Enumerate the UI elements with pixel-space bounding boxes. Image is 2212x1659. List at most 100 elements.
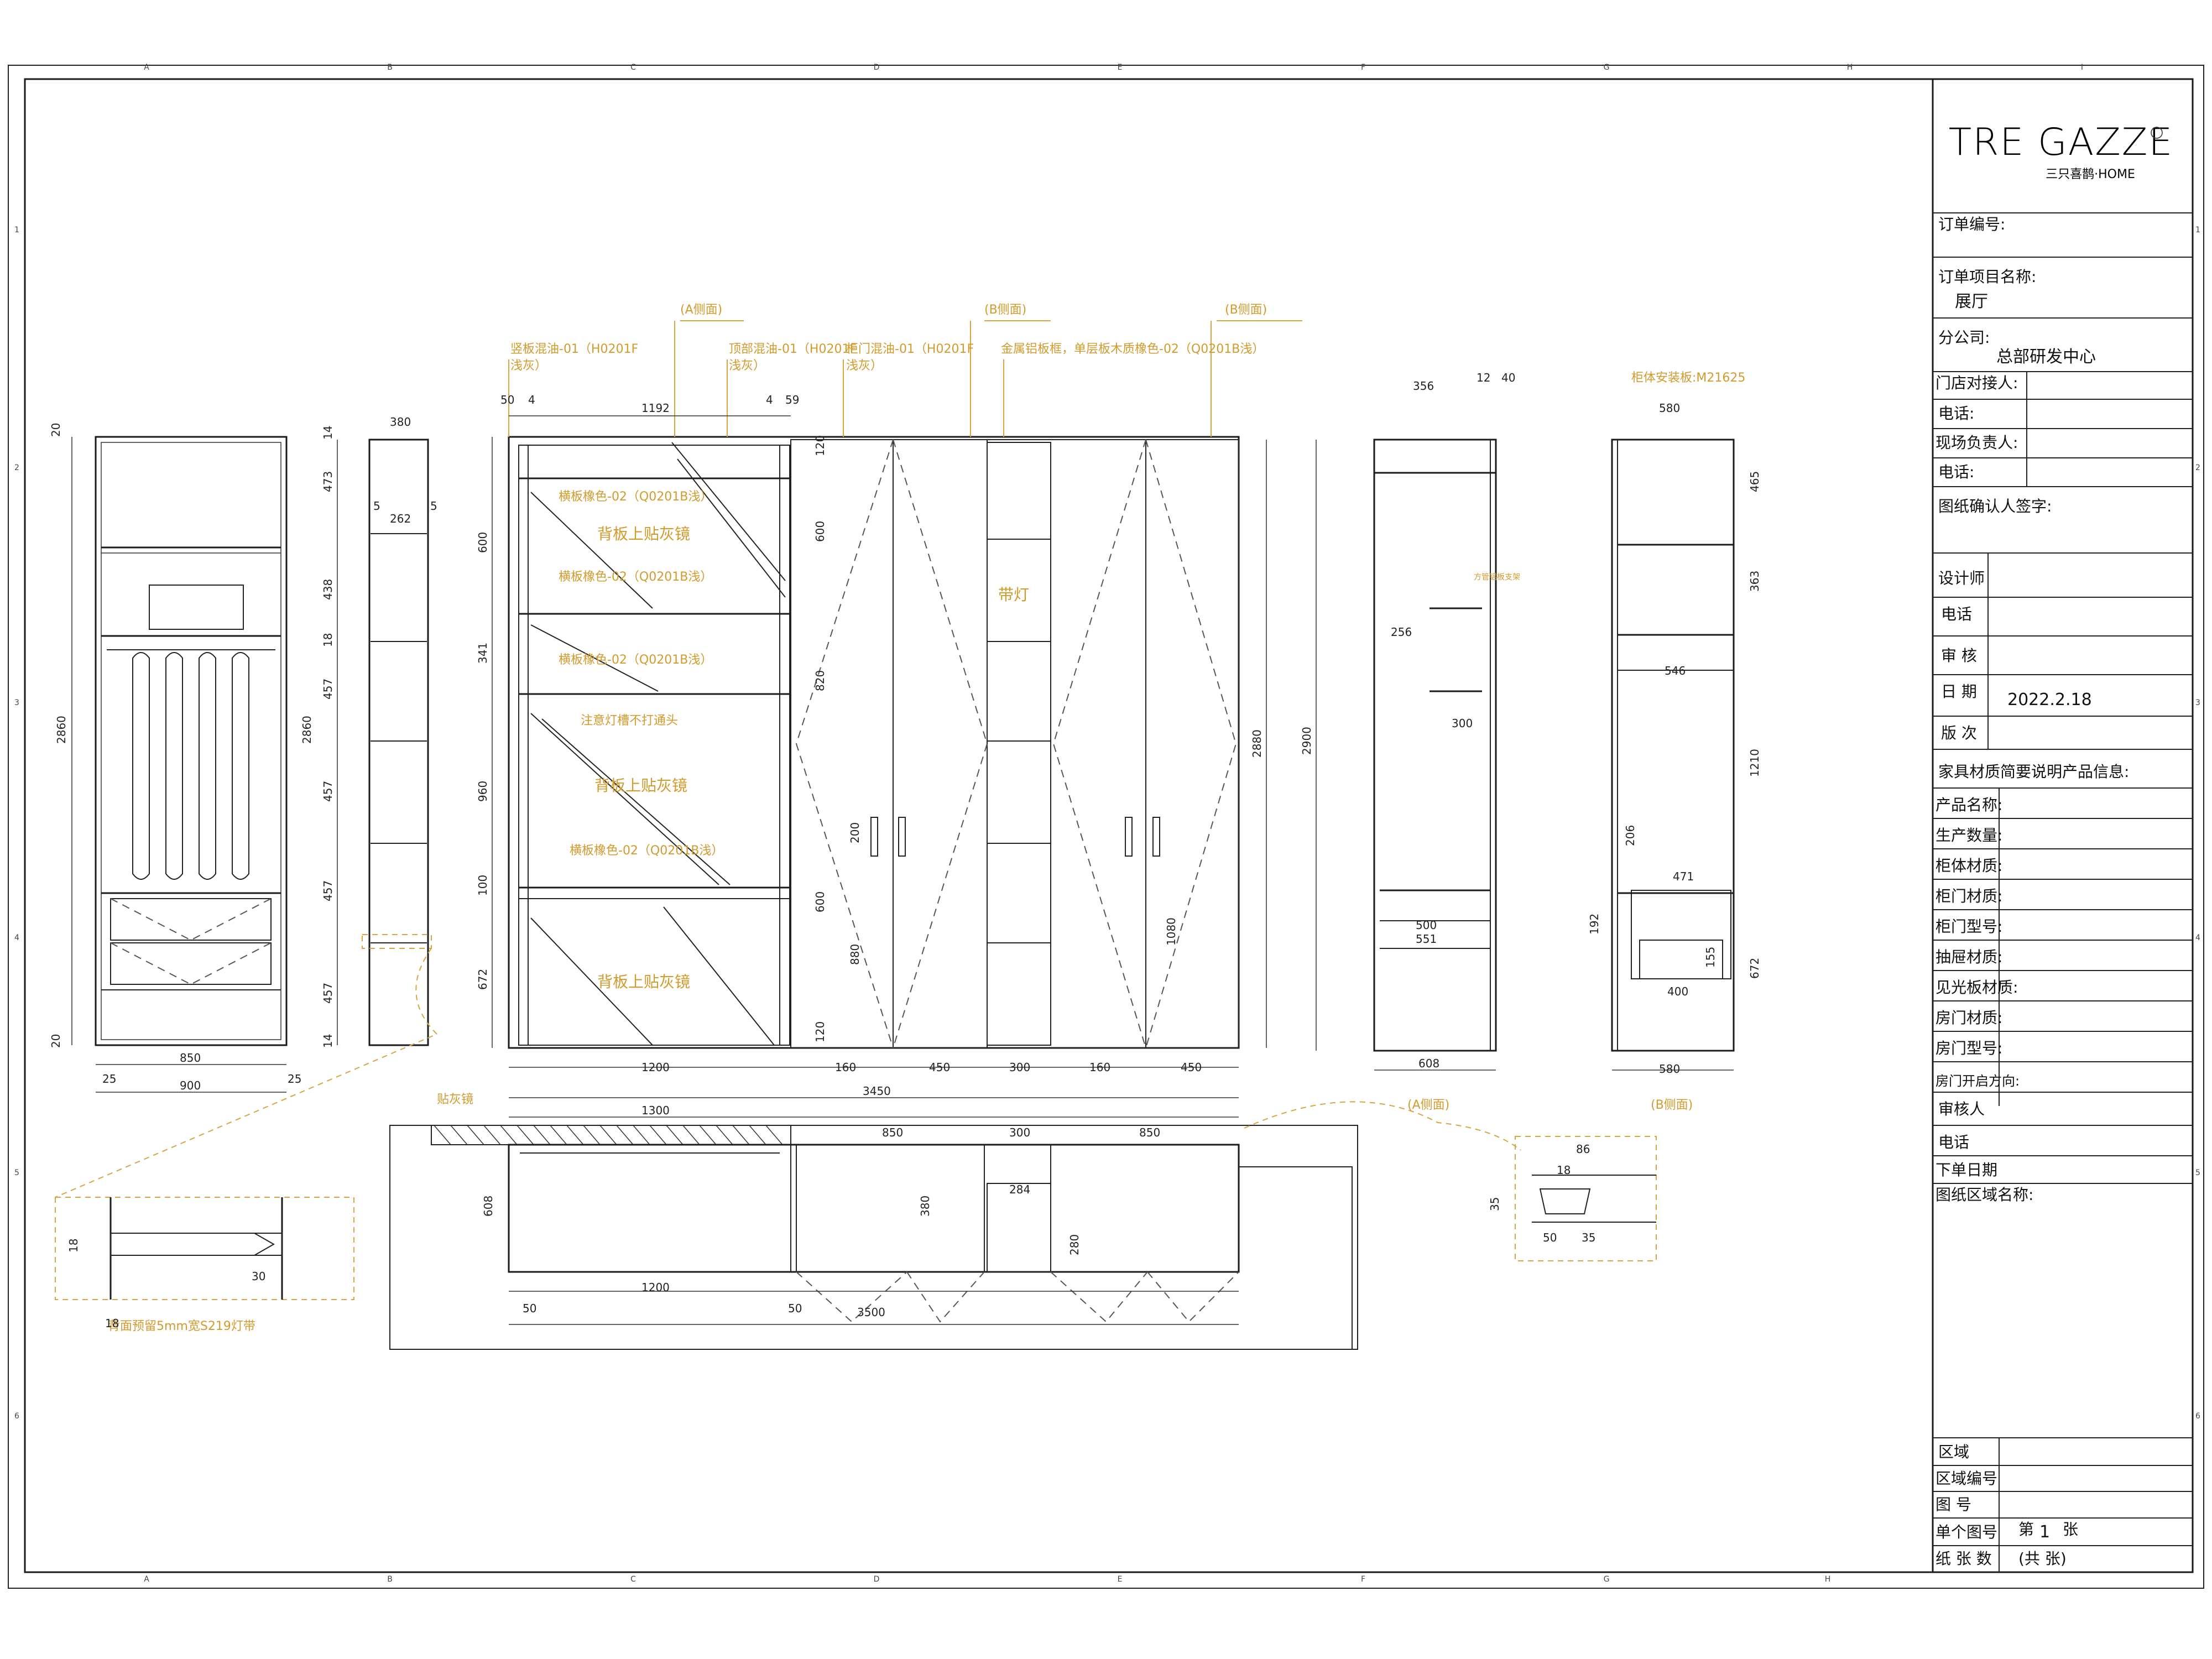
dim-380-b: 380 <box>919 1196 932 1217</box>
dim-18-b: 18 <box>1557 1164 1571 1177</box>
dim-546: 546 <box>1665 664 1686 677</box>
grid-row-1-right: 1 <box>2195 226 2200 234</box>
dim-30-detail: 30 <box>252 1270 265 1283</box>
view-b-side-section: 580 465 363 546 1210 471 400 672 155 192… <box>1588 371 1761 1112</box>
material-note-1b: 浅灰） <box>510 359 547 373</box>
cabinet-door-label: 柜门材质: <box>1936 887 2002 905</box>
dim-5-a: 5 <box>373 499 380 513</box>
grid-col-b: B <box>387 63 393 72</box>
phone-label-1: 电话: <box>1938 404 1974 422</box>
version-label: 版 次 <box>1941 724 1977 742</box>
dim-438: 438 <box>321 579 335 600</box>
grid-row-6: 6 <box>14 1412 19 1421</box>
sheet-unit: 张 <box>2063 1520 2078 1538</box>
dim-4-b: 4 <box>766 393 773 406</box>
dim-580-a: 580 <box>1659 401 1680 415</box>
grid-labels-bottom: A B C D E F G H <box>144 1575 1830 1584</box>
dim-35-b: 35 <box>1582 1231 1595 1244</box>
dim-20-b: 20 <box>49 1034 62 1048</box>
grid-row-2: 2 <box>14 463 19 472</box>
dim-262: 262 <box>390 512 411 525</box>
dim-850-b: 850 <box>882 1126 903 1139</box>
dim-40: 40 <box>1501 371 1515 384</box>
b-side-note-1: (B侧面) <box>984 303 1026 317</box>
order-no-label: 订单编号: <box>1938 215 2005 233</box>
dim-120-a: 120 <box>813 435 827 456</box>
dim-50-b: 50 <box>523 1302 536 1315</box>
light-panel-label: 见光板材质: <box>1936 978 2018 997</box>
view-side-panel-380: 380 262 5 5 2860 14 473 438 18 457 457 4… <box>300 415 437 1048</box>
area-no-label: 区域编号 <box>1936 1469 1997 1488</box>
dim-50-c: 50 <box>788 1302 802 1315</box>
grid-col-e-bottom: E <box>1118 1575 1123 1584</box>
dim-18-groove: 18 <box>105 1317 119 1330</box>
area-label: 区域 <box>1938 1443 1969 1461</box>
dim-880: 880 <box>848 944 862 965</box>
dim-18-detail: 18 <box>67 1239 80 1253</box>
dim-600-b: 600 <box>813 521 827 542</box>
dim-473: 473 <box>321 471 335 492</box>
dim-341-a: 341 <box>476 643 489 664</box>
dim-3500: 3500 <box>857 1306 885 1319</box>
dim-1192: 1192 <box>641 401 670 415</box>
dim-672-b: 672 <box>1748 958 1761 979</box>
dim-300-c: 300 <box>1009 1126 1030 1139</box>
dim-50-top: 50 <box>500 393 514 406</box>
room-door-open-label: 房门开启方向: <box>1936 1073 2020 1089</box>
material-note-3: 柜门混油-01（H0201F <box>846 342 974 356</box>
grid-col-i: I <box>2081 63 2083 72</box>
material-note-label: 家具材质简要说明产品信息: <box>1938 763 2129 781</box>
designer-label: 设计师 <box>1938 569 1985 587</box>
dim-256: 256 <box>1391 625 1412 639</box>
shelf-note-3: 横板橡色-02（Q0201B浅） <box>559 653 712 667</box>
dim-600-a: 600 <box>476 532 489 553</box>
dim-960: 960 <box>476 781 489 802</box>
dim-608-b: 608 <box>482 1196 495 1217</box>
dim-192: 192 <box>1588 914 1601 935</box>
brand-logo: TRE GAZZE <box>1949 121 2174 164</box>
title-block: TRE GAZZE 三只喜鹊·HOME 订单编号: 订单项目名称: 展厅 分公司… <box>1932 78 2194 1573</box>
material-note-3b: 浅灰） <box>846 359 883 373</box>
dim-457-c: 457 <box>321 880 335 901</box>
grey-mirror-note: 贴灰镜 <box>437 1093 473 1107</box>
dim-59: 59 <box>785 393 799 406</box>
grid-col-h: H <box>1847 63 1853 72</box>
sheet-count-label: 纸 张 数 <box>1936 1550 1992 1568</box>
date-label: 日 期 <box>1941 682 1977 701</box>
dim-4-a: 4 <box>528 393 535 406</box>
dim-471: 471 <box>1673 870 1694 883</box>
grid-col-b-bottom: B <box>387 1575 393 1584</box>
dim-457-a: 457 <box>321 679 335 700</box>
grid-labels-left: 1 2 3 4 5 6 1 2 3 4 5 6 <box>14 226 2200 1421</box>
dim-100: 100 <box>476 875 489 896</box>
dim-160-a: 160 <box>835 1061 856 1074</box>
view-a-side-section: 356 12 40 2900 256 300 500 551 608 (A侧面)… <box>1300 371 1520 1112</box>
grid-col-h-bottom: H <box>1825 1575 1831 1584</box>
branch-value: 总部研发中心 <box>1996 347 2096 367</box>
dim-1200: 1200 <box>641 1061 670 1074</box>
mirror-note-2: 背板上贴灰镜 <box>594 776 687 795</box>
grid-col-f: F <box>1361 63 1365 72</box>
cabinet-body-label: 柜体材质: <box>1936 857 2002 875</box>
light-note: 注意灯槽不打通头 <box>581 714 678 728</box>
a-side-note: (A侧面) <box>680 303 722 317</box>
area-drawing-label: 图纸区域名称: <box>1936 1186 2033 1204</box>
total-sheets: (共 张) <box>2018 1550 2067 1568</box>
order-date-label: 下单日期 <box>1936 1161 1997 1179</box>
branch-label: 分公司: <box>1938 328 1990 347</box>
dim-400: 400 <box>1667 985 1688 998</box>
grid-row-5: 5 <box>14 1168 19 1177</box>
single-no-label: 单个图号 <box>1936 1523 1997 1541</box>
a-side-label: (A侧面) <box>1407 1098 1449 1112</box>
install-board-note: 柜体安装板:M21625 <box>1631 371 1745 385</box>
b-side-note-2: (B侧面) <box>1225 303 1267 317</box>
dim-160-b: 160 <box>1089 1061 1110 1074</box>
dim-206: 206 <box>1624 825 1637 846</box>
dim-200: 200 <box>848 822 862 843</box>
drawer-label: 抽屉材质: <box>1936 948 2002 966</box>
mirror-note-3: 背板上贴灰镜 <box>597 973 690 991</box>
door-model-label: 柜门型号: <box>1936 917 2002 936</box>
b-side-label: (B侧面) <box>1651 1098 1693 1112</box>
grid-col-f-bottom: F <box>1361 1575 1365 1584</box>
